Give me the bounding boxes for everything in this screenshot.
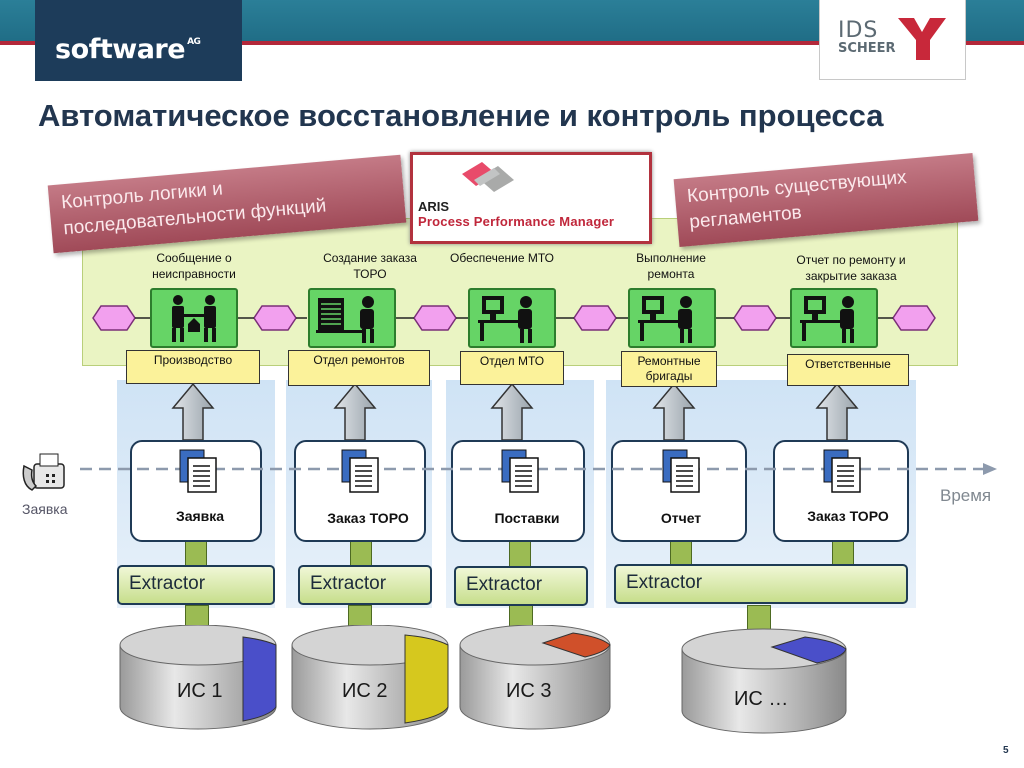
org-unit-mto-dept: Отдел МТО <box>460 351 564 385</box>
handshake-people-icon <box>172 295 216 342</box>
ids-logo-line2: SCHEER <box>838 41 896 56</box>
extractor-1: Extractor <box>117 565 275 605</box>
aris-name: ARIS <box>418 199 450 214</box>
document-name-request: Заявка <box>175 508 225 524</box>
database-3-accent <box>541 632 611 658</box>
software-logo-text: software <box>55 34 186 65</box>
up-arrow-1 <box>171 382 215 441</box>
document-name-toro-order-2: Заказ ТОРО <box>807 508 889 524</box>
upload-arrows <box>171 382 859 441</box>
aris-product-name: Process Performance Manager <box>418 214 615 229</box>
epc-event-3 <box>413 305 457 331</box>
page-number: 5 <box>1003 745 1009 756</box>
org-unit-repair-dept: Отдел ремонтов <box>288 350 430 386</box>
office-worker-icon <box>316 296 374 343</box>
up-arrow-2 <box>333 382 377 441</box>
computer-worker-icon <box>478 296 532 343</box>
up-arrow-3 <box>490 382 534 441</box>
step-label-report-close: Отчет по ремонту и закрытие заказа <box>796 253 906 283</box>
ids-logo-line1: IDS <box>838 18 879 43</box>
up-arrow-4 <box>652 382 696 441</box>
epc-event-6 <box>892 305 936 331</box>
function-box-malfunction <box>150 288 238 348</box>
computer-worker-icon <box>800 296 854 343</box>
database-cylinder-1 <box>119 625 277 730</box>
computer-worker-icon <box>638 296 692 343</box>
step-label-mto-supply: Обеспечение МТО <box>450 251 554 265</box>
timeline-start-label: Заявка <box>22 501 68 517</box>
function-box-mto-supply <box>468 288 556 348</box>
document-name-supplies: Поставки <box>494 510 560 526</box>
up-arrow-5 <box>815 382 859 441</box>
database-4-accent <box>770 636 847 664</box>
function-box-report-close <box>790 288 878 348</box>
org-unit-production: Производство <box>126 350 260 384</box>
epc-event-5 <box>733 305 777 331</box>
timeline-label: Время <box>940 486 992 505</box>
step-label-create-order: Создание заказа ТОРО <box>323 251 417 281</box>
database-cylinder-4 <box>681 628 847 734</box>
database-label-3: ИС 3 <box>506 680 552 702</box>
ids-scheer-logo-box <box>819 0 966 80</box>
aris-diamond-icon <box>462 162 514 192</box>
extractor-4: Extractor <box>614 564 908 604</box>
document-icon <box>501 449 539 493</box>
aris-logo-box <box>410 152 652 244</box>
database-label-2: ИС 2 <box>342 680 388 702</box>
function-box-repair <box>628 288 716 348</box>
database-cylinder-2 <box>291 625 449 730</box>
org-unit-repair-crews: Ремонтные бригады <box>621 351 717 387</box>
extractor-3: Extractor <box>454 566 588 606</box>
fax-phone-icon <box>22 453 65 491</box>
ids-scheer-y-icon <box>898 18 946 60</box>
database-cylinder-3 <box>459 625 611 730</box>
database-label-1: ИС 1 <box>177 680 223 702</box>
document-icon <box>341 449 379 493</box>
ids-scheer-logo: IDS SCHEER <box>838 18 896 58</box>
software-ag-logo-box <box>35 0 242 81</box>
epc-event-2 <box>253 305 297 331</box>
page-title: Автоматическое восстановление и контроль… <box>38 98 884 133</box>
document-icon <box>662 449 700 493</box>
timeline-arrow <box>80 463 997 475</box>
function-box-create-order <box>308 288 396 348</box>
epc-chain <box>92 305 936 331</box>
header-accent-line <box>0 41 1024 45</box>
epc-event-1 <box>92 305 136 331</box>
step-label-malfunction: Сообщение о неисправности <box>152 251 236 281</box>
document-icon <box>823 449 861 493</box>
extractor-2: Extractor <box>298 565 432 605</box>
database-label-4: ИС … <box>734 688 789 710</box>
document-name-toro-order: Заказ ТОРО <box>327 510 409 526</box>
database-2-accent <box>404 634 449 724</box>
software-ag-suffix: AG <box>187 37 201 47</box>
epc-event-4 <box>573 305 617 331</box>
database-1-accent <box>242 636 277 722</box>
org-unit-responsible: Ответственные <box>787 354 909 386</box>
document-icon <box>179 449 217 493</box>
step-label-repair: Выполнение ремонта <box>636 251 706 281</box>
document-name-report: Отчет <box>660 510 702 526</box>
